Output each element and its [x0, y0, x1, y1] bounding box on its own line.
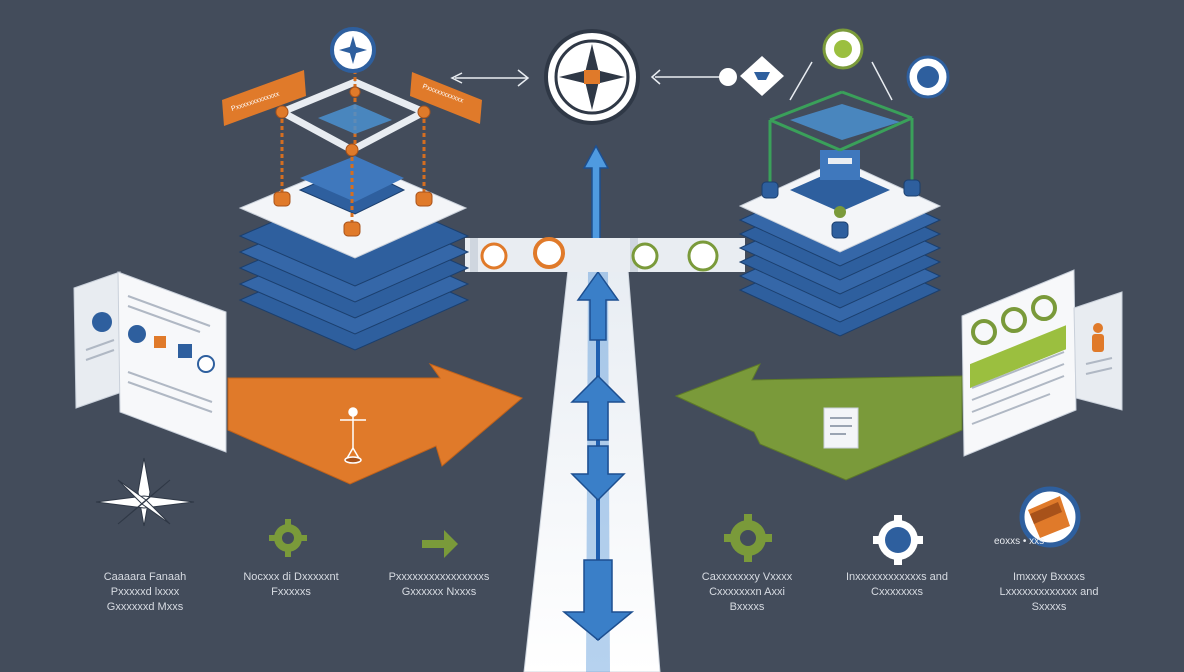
caption-line: Cxxxxxxxn Axxi: [709, 586, 785, 598]
down-arrow-icon: [561, 559, 635, 641]
badge-icon: [1019, 486, 1081, 548]
caption-line: Cxxxxxxxs: [871, 586, 923, 598]
caption-4: Caxxxxxxxy Vxxxx Cxxxxxxxn Axxi Bxxxxs: [662, 570, 832, 615]
green-arrow: [674, 363, 963, 481]
up-arrow-icon: [582, 144, 610, 251]
caption-line: Pxxxxxxxxxxxxxxxxs: [388, 571, 490, 583]
caption-3: Pxxxxxxxxxxxxxxxxs Gxxxxxx Nxxxs: [354, 570, 524, 600]
node-icon: [480, 242, 508, 270]
caption-line: Caaaara Fanaah: [103, 571, 187, 583]
globe-icon: [906, 55, 950, 99]
badge-text: eoxxs • xxs: [994, 536, 1044, 547]
up-arrow-icon: [576, 270, 620, 341]
caption-line: Nocxxx di Dxxxxxnt: [243, 571, 339, 583]
star-compass-icon: [95, 457, 195, 527]
caption-line: Imxxxy Bxxxxs: [1012, 571, 1086, 583]
globe-gear-icon: [873, 515, 923, 565]
right-document-panel: [961, 269, 1123, 457]
down-arrow-icon: [570, 445, 626, 502]
document-icon: [823, 407, 859, 449]
arrow-right-icon: [422, 530, 458, 558]
compass-icon: [330, 27, 376, 73]
up-arrow-icon: [570, 374, 626, 441]
caption-line: Gxxxxxxd Mxxs: [106, 601, 184, 613]
node-icon: [687, 240, 719, 272]
node-icon: [631, 242, 659, 270]
connector-arrows: [450, 68, 737, 87]
central-compass-icon: [544, 29, 640, 125]
globe-icon: [92, 312, 112, 332]
caption-2: Nocxxx di Dxxxxxnt Fxxxxxs: [206, 570, 376, 600]
caption-line: Lxxxxxxxxxxxxx and: [999, 586, 1099, 598]
right-stack: [738, 28, 950, 337]
figure-icon: [822, 28, 864, 70]
gear-icon: [724, 514, 772, 562]
caption-1: Caaaara Fanaah Pxxxxxd lxxxx Gxxxxxxd Mx…: [60, 570, 230, 615]
caption-line: Caxxxxxxxy Vxxxx: [701, 571, 793, 583]
caption-line: Inxxxxxxxxxxxxs and: [845, 571, 949, 583]
gear-icon: [269, 519, 307, 557]
orange-arrow: [227, 362, 523, 485]
figure-icon: [1092, 323, 1104, 352]
caption-line: Gxxxxxx Nxxxs: [401, 586, 477, 598]
left-stack: Pxxxxxxxxxxxxx Pxxxxxxxxxxx: [222, 27, 482, 351]
node-icon: [533, 237, 565, 269]
left-document-panel: [73, 271, 227, 453]
banner-left: Pxxxxxxxxxxxxx: [222, 70, 306, 126]
diamond-icon: [740, 56, 784, 96]
caption-line: Fxxxxxs: [271, 586, 311, 598]
connector-band: [465, 237, 745, 272]
caption-line: Bxxxxs: [729, 601, 765, 613]
caption-5: Inxxxxxxxxxxxxs and Cxxxxxxxs: [812, 570, 982, 600]
caption-6: Imxxxy Bxxxxs Lxxxxxxxxxxxxx and Sxxxxs: [964, 570, 1134, 615]
figure-icon: [340, 407, 366, 464]
caption-line: Pxxxxxd lxxxx: [110, 586, 180, 598]
caption-line: Sxxxxs: [1031, 601, 1067, 613]
